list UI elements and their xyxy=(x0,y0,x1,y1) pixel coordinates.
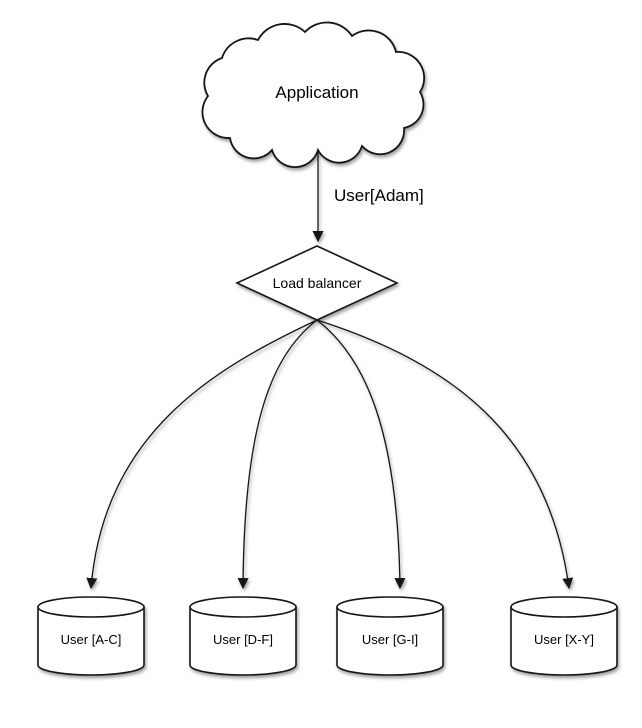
cylinder-top xyxy=(510,596,618,618)
shard-1-label: User [A-C] xyxy=(61,632,122,647)
node-application xyxy=(201,21,425,169)
node-shard-3 xyxy=(336,596,444,676)
node-load-balancer xyxy=(235,245,399,321)
cylinder-top xyxy=(189,596,297,618)
application-label: Application xyxy=(275,83,358,102)
node-shard-2 xyxy=(189,596,297,676)
cylinder-body xyxy=(336,607,444,676)
shard-3-label: User [G-I] xyxy=(362,632,418,647)
edge-loadbalancer-to-shard-2 xyxy=(237,319,318,590)
edge-loadbalancer-to-shard-4 xyxy=(316,319,574,590)
node-shard-4 xyxy=(510,596,618,676)
cloud-shape xyxy=(201,21,425,169)
cylinder-body xyxy=(189,607,297,676)
shard-2-label: User [D-F] xyxy=(213,632,273,647)
load-balancer-label: Load balancer xyxy=(273,275,362,291)
diamond-shape xyxy=(235,245,399,321)
shard-4-label: User [X-Y] xyxy=(534,632,594,647)
cylinder-top xyxy=(37,596,145,618)
edge-user-adam-label: User[Adam] xyxy=(334,186,424,205)
node-shard-1 xyxy=(37,596,145,676)
cylinder-body xyxy=(510,607,618,676)
cylinder-body xyxy=(37,607,145,676)
edge-loadbalancer-to-shard-3 xyxy=(316,319,406,590)
cylinder-top xyxy=(336,596,444,618)
edge-loadbalancer-to-shard-1 xyxy=(86,319,318,590)
